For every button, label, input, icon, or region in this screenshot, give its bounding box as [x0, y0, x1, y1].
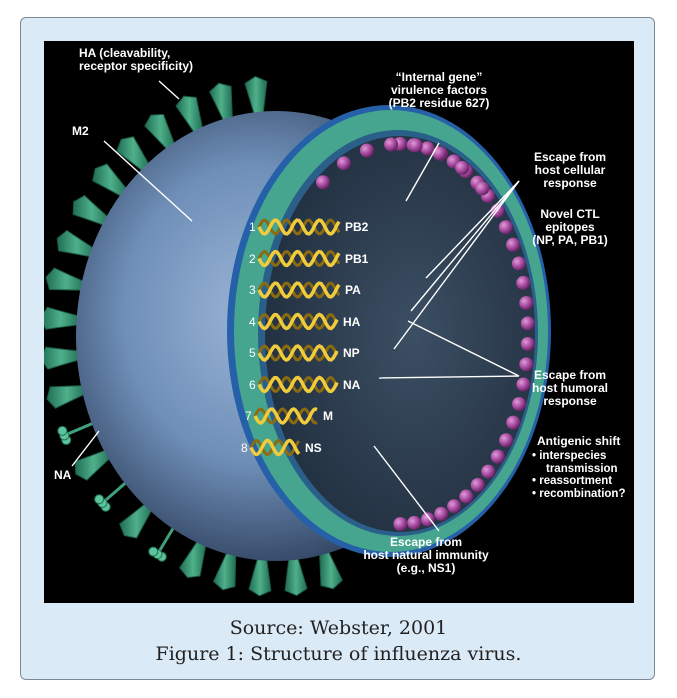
segment-number: 4 — [249, 316, 256, 328]
label-antigenic-shift: Antigenic shift — [537, 435, 620, 448]
matrix-bead — [409, 138, 423, 152]
segment-name: PB1 — [345, 253, 368, 265]
na-spike — [95, 481, 128, 512]
matrix-bead — [471, 478, 485, 492]
label-escape-humoral: Escape from host humoral response — [510, 369, 630, 408]
ha-spike — [44, 307, 81, 329]
matrix-bead — [512, 256, 526, 270]
segment-number: 5 — [249, 347, 256, 359]
segment-number: 8 — [241, 442, 248, 454]
ha-spike — [245, 76, 267, 116]
matrix-bead — [519, 296, 533, 310]
segment-name: HA — [343, 316, 360, 328]
matrix-bead — [521, 316, 535, 330]
matrix-bead — [459, 490, 473, 504]
matrix-bead — [521, 337, 535, 351]
ha-spike — [47, 385, 87, 408]
matrix-bead — [447, 499, 461, 513]
ha-spike — [44, 347, 81, 369]
segment-name: NP — [343, 347, 360, 359]
segment-number: 2 — [249, 253, 256, 265]
label-escape-cellular: Escape from host cellular response — [510, 151, 630, 190]
matrix-bead — [481, 465, 495, 479]
matrix-bead — [499, 433, 513, 447]
segment-name: PA — [345, 284, 361, 296]
label-novel-ctl-line-3: (NP, PA, PB1) — [510, 234, 630, 247]
label-escape-natural: Escape from host natural immunity (e.g.,… — [346, 536, 506, 575]
ha-spike — [320, 549, 343, 589]
label-ha: HA (cleavability, receptor specificity) — [79, 47, 193, 73]
ha-spike — [57, 230, 96, 257]
ha-spike — [285, 555, 307, 595]
na-spike — [149, 525, 175, 561]
segment-name: NA — [343, 379, 360, 391]
label-ha-line-2: receptor specificity) — [79, 60, 193, 73]
caption-title: Figure 1: Structure of influenza virus. — [0, 643, 677, 665]
segment-number: 3 — [249, 284, 256, 296]
segment-name: NS — [305, 442, 322, 454]
matrix-bead — [455, 161, 469, 175]
shift-item-interspecies: • interspecies — [532, 450, 625, 463]
virus-figure: 1PB22PB13PA4HA5NP6NA7M8NS HA (cleavabili… — [44, 41, 634, 603]
shift-item-recombination: • recombination? — [532, 488, 625, 501]
matrix-bead — [433, 146, 447, 160]
matrix-bead — [360, 143, 374, 157]
shift-item-transmission: transmission — [532, 463, 625, 476]
label-internal-gene: “Internal gene” virulence factors (PB2 r… — [369, 71, 509, 110]
matrix-bead — [434, 507, 448, 521]
matrix-bead — [506, 416, 520, 430]
segment-number: 6 — [249, 379, 256, 391]
caption-source: Source: Webster, 2001 — [0, 617, 677, 639]
ha-spike — [249, 556, 271, 596]
label-escape-natural-line-3: (e.g., NS1) — [346, 562, 506, 575]
segment-number: 7 — [245, 410, 252, 422]
virus-illustration — [44, 41, 634, 603]
matrix-bead — [316, 175, 330, 189]
ha-spike — [214, 550, 236, 590]
label-na: NA — [54, 469, 71, 482]
ha-spike — [210, 83, 233, 123]
label-escape-humoral-line-3: response — [510, 395, 630, 408]
matrix-bead — [337, 156, 351, 170]
shift-item-reassortment: • reassortment — [532, 475, 625, 488]
matrix-bead — [384, 137, 398, 151]
matrix-bead — [393, 517, 407, 531]
label-escape-cellular-line-3: response — [510, 177, 630, 190]
label-internal-line-3: (PB2 residue 627) — [369, 97, 509, 110]
matrix-bead — [407, 516, 421, 530]
label-m2: M2 — [72, 125, 89, 138]
label-novel-ctl: Novel CTL epitopes (NP, PA, PB1) — [510, 208, 630, 247]
na-spike — [58, 422, 96, 444]
ha-spike — [46, 268, 86, 290]
matrix-bead — [475, 181, 489, 195]
pointer-ha — [159, 81, 179, 99]
matrix-bead — [491, 450, 505, 464]
segment-name: M — [323, 410, 333, 422]
matrix-bead — [421, 512, 435, 526]
matrix-bead — [516, 276, 530, 290]
segment-name: PB2 — [345, 221, 368, 233]
antigenic-shift-list: • interspecies transmission • reassortme… — [532, 450, 625, 500]
segment-number: 1 — [249, 221, 256, 233]
